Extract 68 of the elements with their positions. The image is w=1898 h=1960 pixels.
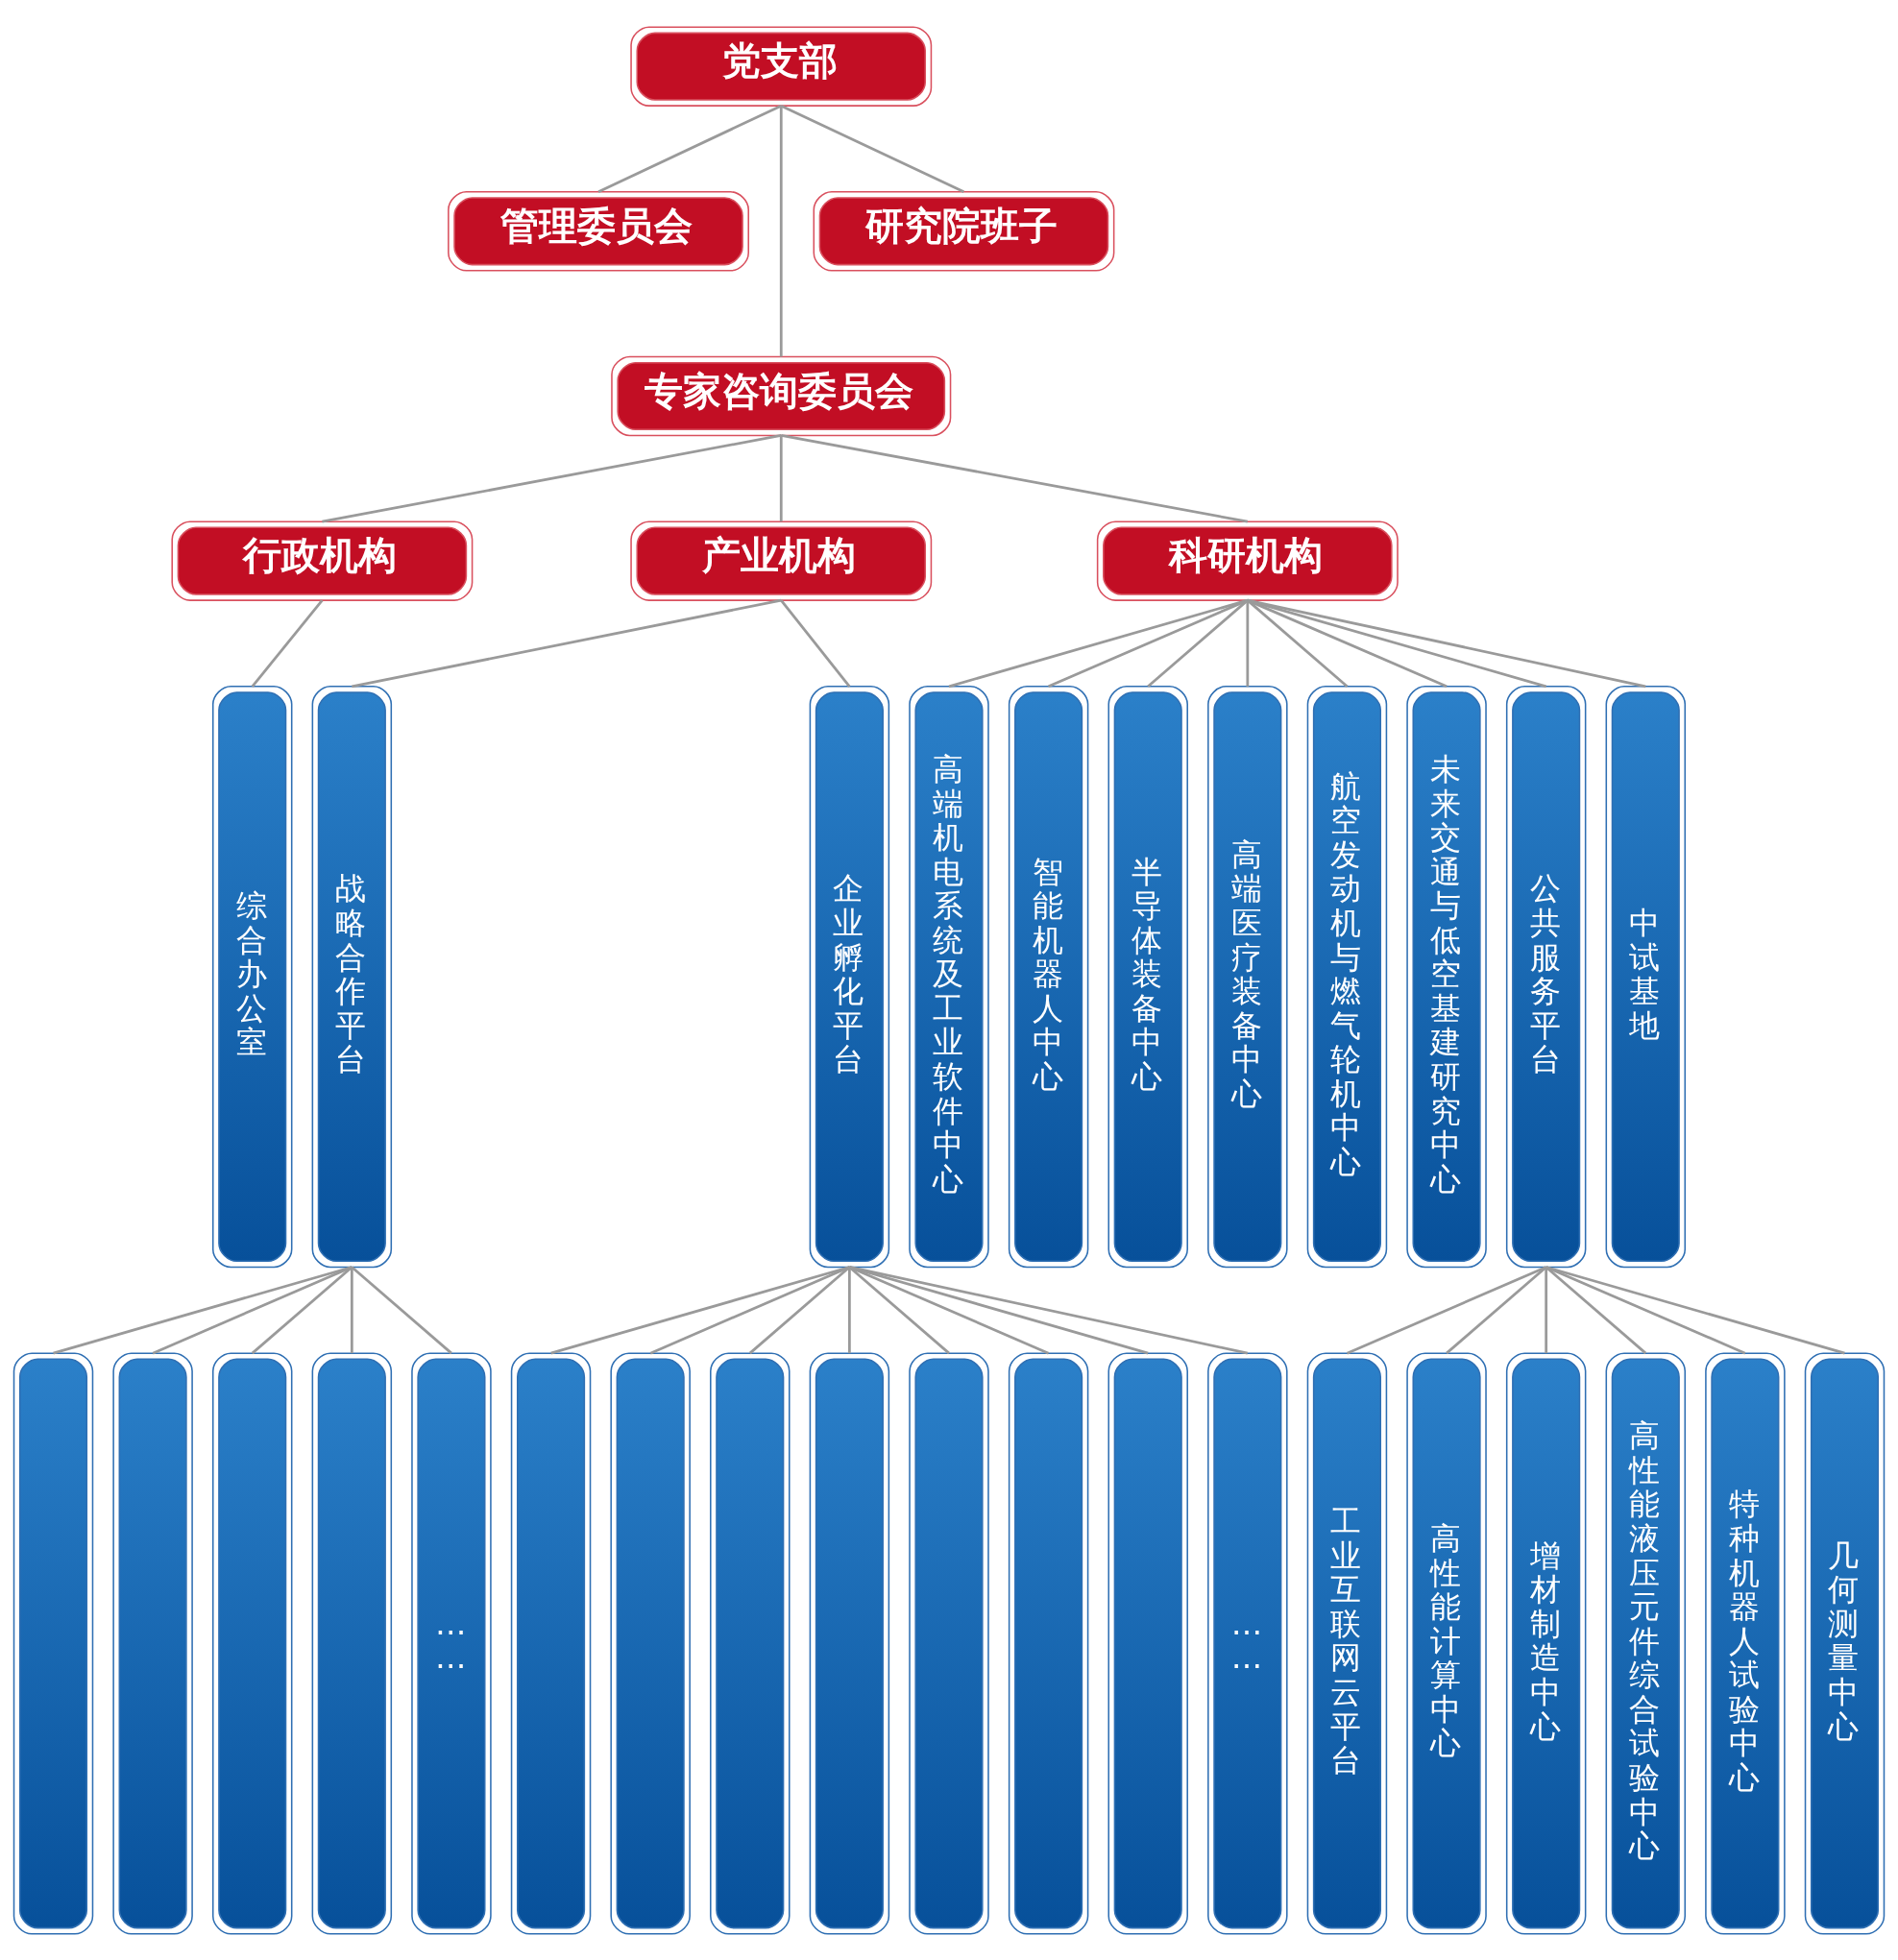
connector bbox=[1545, 1265, 1845, 1354]
node-bar bbox=[1107, 1351, 1188, 1935]
node-box: 高端医疗装备中心 bbox=[1207, 685, 1288, 1268]
node-box: 产业机构 bbox=[630, 520, 933, 601]
connector bbox=[351, 1265, 452, 1354]
node-bar bbox=[211, 1351, 293, 1935]
node-box: 高性能液压元件综合试验中心 bbox=[1605, 1351, 1687, 1935]
node-box: 高性能计算中心 bbox=[1406, 1351, 1487, 1935]
connector bbox=[780, 598, 851, 688]
node-bar bbox=[610, 1351, 691, 1935]
connector bbox=[251, 598, 324, 688]
node-bar bbox=[112, 1351, 193, 1935]
connector bbox=[1048, 598, 1249, 688]
node-box: 综合办公室 bbox=[211, 685, 293, 1268]
connector bbox=[550, 1265, 850, 1354]
connector bbox=[849, 1265, 1249, 1354]
node-box: 研究院班子 bbox=[813, 190, 1115, 272]
node-box: 行政机构 bbox=[171, 520, 474, 601]
node-bar bbox=[1008, 1351, 1089, 1935]
connector bbox=[1446, 1265, 1547, 1354]
node-box: 未来交通与低空基建研究中心 bbox=[1406, 685, 1487, 1268]
node-bar bbox=[710, 1351, 791, 1935]
connector bbox=[779, 105, 783, 356]
node-box: 管理委员会 bbox=[448, 190, 749, 272]
connector bbox=[350, 1266, 353, 1353]
connector bbox=[849, 1265, 1149, 1354]
node-box: 增材制造中心 bbox=[1505, 1351, 1587, 1935]
node-box: 高端机电系统及工业软件中心 bbox=[909, 685, 989, 1268]
connector bbox=[848, 1265, 1050, 1354]
node-box: 半导体装备中心 bbox=[1107, 685, 1188, 1268]
connector bbox=[779, 434, 783, 521]
node-box: …… bbox=[411, 1351, 492, 1935]
node-box: 几何测量中心 bbox=[1804, 1351, 1886, 1935]
connector bbox=[948, 598, 1249, 688]
node-box: 专家咨询委员会 bbox=[611, 355, 952, 436]
node-box: 公共服务平台 bbox=[1505, 685, 1587, 1268]
connector bbox=[848, 1266, 851, 1353]
connector bbox=[649, 1265, 850, 1354]
node-box: 智能机器人中心 bbox=[1008, 685, 1089, 1268]
node-box: 特种机器人试验中心 bbox=[1705, 1351, 1786, 1935]
connector bbox=[1346, 1265, 1547, 1354]
connector bbox=[1247, 598, 1646, 688]
connector bbox=[352, 598, 782, 688]
node-box: …… bbox=[1207, 1351, 1288, 1935]
node-box: 科研机构 bbox=[1096, 520, 1399, 601]
connector bbox=[1247, 598, 1547, 688]
node-box: 航空发动机与燃气轮机中心 bbox=[1306, 685, 1388, 1268]
node-bar bbox=[909, 1351, 989, 1935]
node-box: 战略合作平台 bbox=[311, 685, 393, 1268]
connector bbox=[780, 104, 965, 193]
connector bbox=[53, 1265, 353, 1354]
node-bar bbox=[510, 1351, 592, 1935]
connector bbox=[597, 104, 782, 193]
connector bbox=[1247, 598, 1448, 688]
node-bar bbox=[311, 1351, 393, 1935]
node-bar bbox=[809, 1351, 890, 1935]
connector bbox=[781, 433, 1249, 522]
connector bbox=[1246, 599, 1250, 687]
connector bbox=[152, 1265, 353, 1354]
node-box: 党支部 bbox=[630, 25, 933, 107]
node-box: 工业互联网云平台 bbox=[1306, 1351, 1388, 1935]
connector bbox=[322, 433, 782, 522]
connector bbox=[1545, 1265, 1746, 1354]
node-box: 中试基地 bbox=[1605, 685, 1687, 1268]
node-bar bbox=[12, 1351, 94, 1935]
connector bbox=[251, 1265, 353, 1354]
connector bbox=[1545, 1266, 1548, 1353]
node-box: 企业孵化平台 bbox=[809, 685, 890, 1268]
